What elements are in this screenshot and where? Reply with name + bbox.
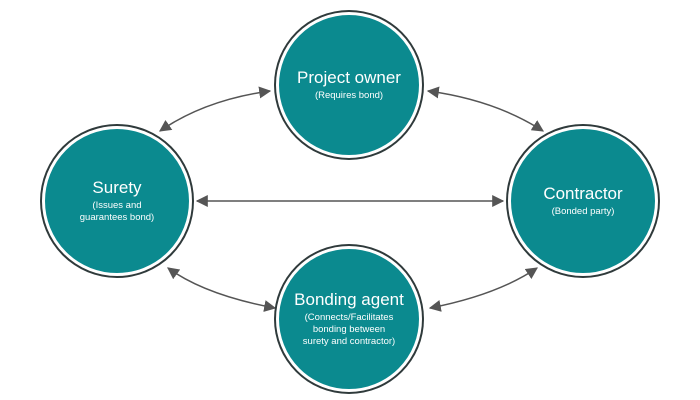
node-title: Contractor <box>543 184 623 203</box>
node-bonding-agent: Bonding agent (Connects/Facilitates bond… <box>276 246 422 392</box>
node-title: Project owner <box>297 68 401 87</box>
node-project-owner: Project owner (Requires bond) <box>276 12 422 158</box>
node-subtitle: (Requires bond) <box>314 90 384 101</box>
node-subtitle: (Bonded party) <box>551 206 615 217</box>
connector-agent-contractor <box>428 267 538 312</box>
connector-surety-owner <box>159 86 272 132</box>
connector-owner-contractor <box>426 86 545 132</box>
node-contractor: Contractor (Bonded party) <box>508 126 658 276</box>
connector-surety-agent <box>167 267 277 312</box>
node-title: Bonding agent <box>294 290 404 309</box>
node-surety: Surety (Issues and guarantees bond) <box>42 126 192 276</box>
node-title: Surety <box>92 178 142 197</box>
node-subtitle: (Connects/Facilitates bonding between su… <box>302 312 396 347</box>
node-subtitle: (Issues and guarantees bond) <box>79 200 155 223</box>
